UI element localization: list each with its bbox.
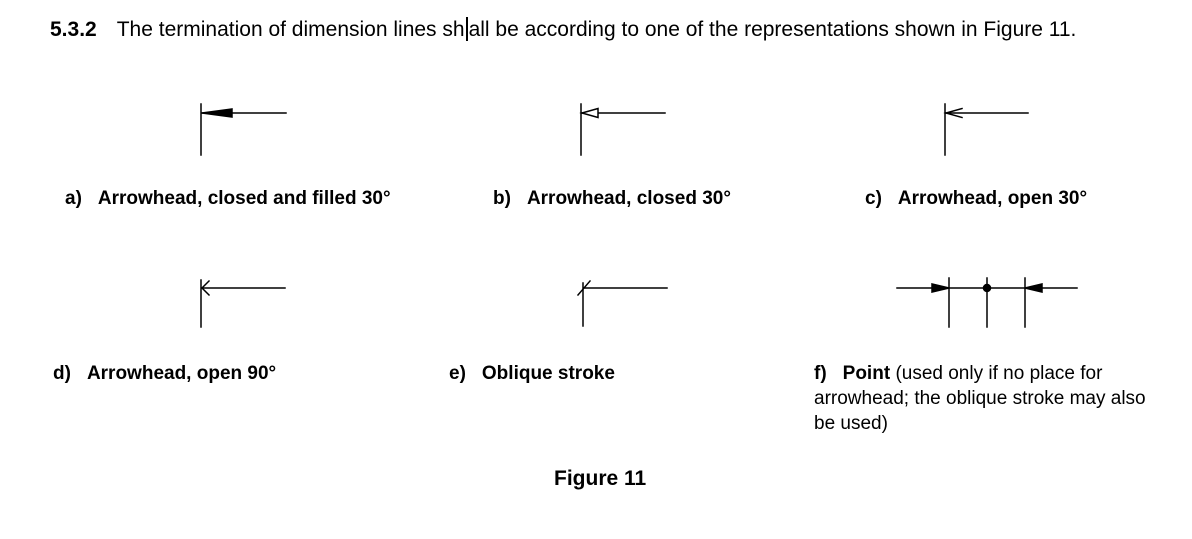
caption-e-letter: e): [449, 363, 466, 384]
caption-d-label: Arrowhead, open 90°: [86, 363, 277, 384]
caption-a: a) Arrowhead, closed and filled 30°: [65, 186, 391, 211]
caption-f-letter: f): [814, 363, 827, 384]
figure-title: Figure 11: [554, 467, 647, 490]
symbol-e-oblique-stroke: [576, 279, 668, 327]
caption-a-letter: a): [65, 188, 82, 209]
caption-c: c) Arrowhead, open 30°: [865, 186, 1087, 211]
caption-c-label: Arrowhead, open 30°: [897, 188, 1088, 209]
caption-d-letter: d): [53, 363, 71, 384]
caption-b-letter: b): [493, 188, 511, 209]
section-number: 5.3.2: [50, 18, 97, 41]
caption-b: b) Arrowhead, closed 30°: [493, 186, 731, 211]
paragraph-text-end: all be according to one of the represent…: [468, 18, 1077, 41]
caption-f: f) Point (used only if no place for arrow…: [814, 361, 1154, 436]
symbol-b-closed-arrowhead: [579, 103, 666, 156]
paragraph-text-start: The termination of dimension lines sh: [116, 18, 465, 41]
caption-b-label: Arrowhead, closed 30°: [526, 188, 731, 209]
symbol-f-point: [896, 277, 1078, 328]
symbol-c-open-arrowhead: [943, 103, 1029, 156]
text-cursor: [465, 17, 468, 41]
caption-d: d) Arrowhead, open 90°: [53, 361, 276, 386]
caption-e: e) Oblique stroke: [449, 361, 615, 386]
paragraph-5-3-2: 5.3.2 The termination of dimension lines …: [50, 17, 1166, 42]
caption-c-letter: c): [865, 188, 882, 209]
caption-f-note: (used only if no place for arrowhead; th…: [814, 363, 1146, 434]
symbol-a-closed-filled-arrowhead: [200, 103, 287, 156]
caption-f-label: Point: [842, 363, 891, 384]
symbol-d-open-90-arrowhead: [200, 279, 286, 328]
caption-a-label: Arrowhead, closed and filled 30°: [97, 188, 391, 209]
caption-e-label: Oblique stroke: [481, 363, 615, 384]
